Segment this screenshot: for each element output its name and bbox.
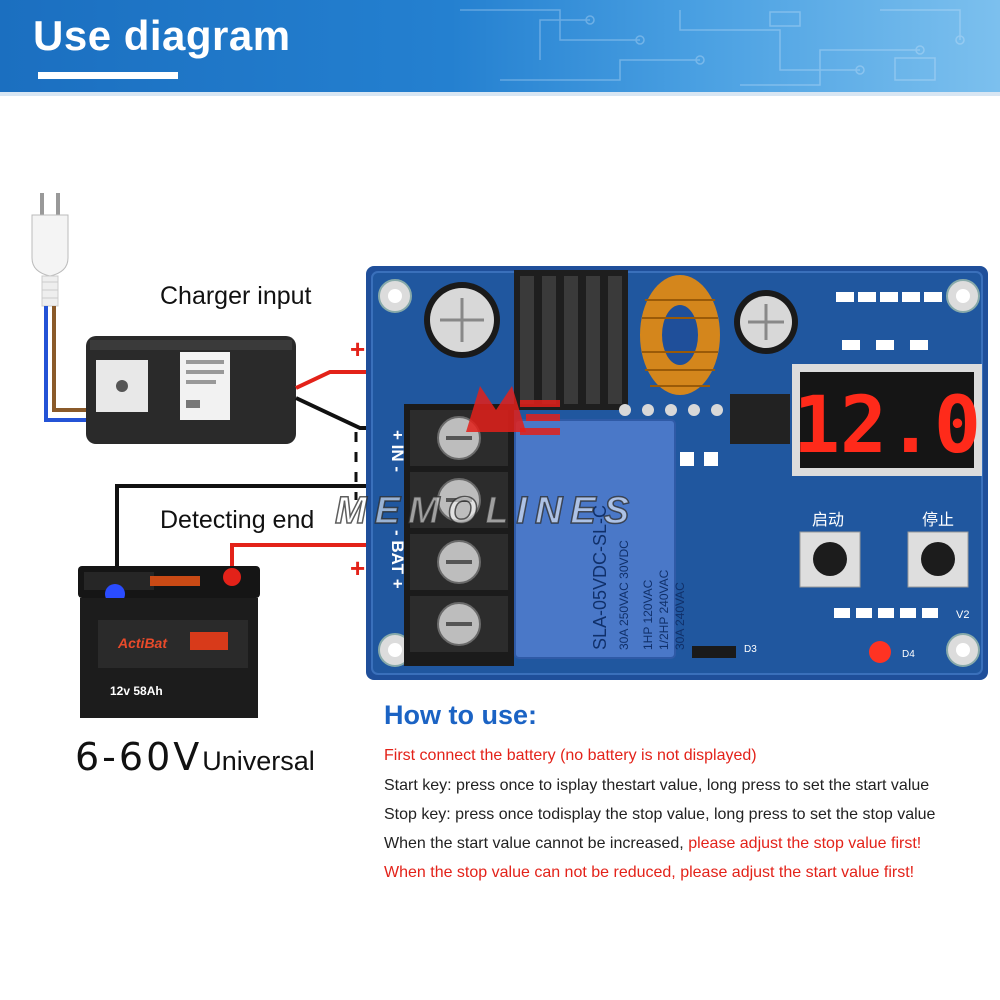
bat-terminal-label: - BAT + bbox=[388, 530, 407, 589]
heatsink bbox=[514, 270, 628, 410]
voltage-range-label: 6-60VUniversal bbox=[75, 735, 315, 779]
display-value: 12.0 bbox=[793, 381, 981, 471]
start-key-label: 启动 bbox=[812, 510, 844, 529]
d4-label: D4 bbox=[902, 649, 915, 660]
relay-rating-2: 1HP 120VAC bbox=[641, 579, 655, 650]
stop-key[interactable] bbox=[907, 531, 969, 588]
car-battery: ActiBat 12v 58Ah bbox=[78, 566, 260, 718]
capacitor-small bbox=[734, 290, 798, 354]
charger-plus-sign: + bbox=[350, 334, 365, 364]
watermark-text: MEMOLINES bbox=[334, 489, 638, 533]
led-display: 12.0 bbox=[792, 364, 982, 476]
howto-title: How to use: bbox=[384, 700, 537, 730]
relay: SLA-05VDC-SL-C 30A 250VAC 30VDC 1HP 120V… bbox=[514, 419, 687, 659]
relay-model: SLA-05VDC-SL-C bbox=[590, 505, 610, 650]
detecting-end-label: Detecting end bbox=[160, 506, 315, 534]
capacitor-large bbox=[424, 282, 500, 358]
controller-board: 12.0 SLA-05VDC-SL-C 30A 250VAC 30VDC 1HP… bbox=[366, 266, 988, 680]
page-title: Use diagram bbox=[33, 12, 291, 59]
howto-line-2: Start key: press once to isplay thestart… bbox=[384, 777, 930, 794]
status-led bbox=[869, 641, 891, 663]
howto-line-4: When the start value cannot be increased… bbox=[384, 835, 921, 853]
battery-plus-sign: + bbox=[350, 553, 365, 583]
inductor-coil bbox=[640, 275, 720, 395]
relay-rating-4: 30A 240VAC bbox=[673, 582, 687, 650]
power-plug-icon bbox=[31, 193, 69, 307]
in-terminal-label: + IN - bbox=[388, 430, 407, 472]
memolines-logo-icon bbox=[466, 386, 560, 435]
header-banner: Use diagram bbox=[0, 0, 1000, 92]
smd-resistors bbox=[656, 292, 942, 618]
battery-wires bbox=[115, 484, 380, 590]
battery-brand: ActiBat bbox=[117, 635, 168, 651]
relay-rating-1: 30A 250VAC 30VDC bbox=[617, 540, 631, 650]
header-divider bbox=[0, 92, 1000, 96]
howto-line-1: First connect the battery (no battery is… bbox=[384, 747, 757, 764]
start-key[interactable] bbox=[799, 531, 861, 588]
stop-key-label: 停止 bbox=[922, 510, 954, 529]
howto-line-4-start: When the start value cannot be increased… bbox=[384, 835, 689, 852]
voltage-range: 6-60V bbox=[75, 735, 203, 779]
voltage-suffix: Universal bbox=[202, 746, 315, 776]
title-underline bbox=[38, 72, 178, 79]
charger-input-label: Charger input bbox=[160, 282, 312, 310]
mains-cord bbox=[44, 306, 92, 422]
howto-line-4-warning: please adjust the stop value first! bbox=[688, 835, 922, 852]
howto-line-5: When the stop value can not be reduced, … bbox=[384, 864, 915, 881]
howto-line-3: Stop key: press once todisplay the stop … bbox=[384, 806, 936, 823]
relay-rating-3: 1/2HP 240VAC bbox=[657, 569, 671, 650]
diode bbox=[692, 646, 736, 658]
terminal-block bbox=[404, 404, 514, 666]
charger-adapter bbox=[86, 336, 296, 444]
circuit-pattern-decoration bbox=[460, 9, 965, 86]
pin-header bbox=[619, 404, 723, 416]
ic-chip bbox=[730, 394, 790, 444]
d3-label: D3 bbox=[744, 644, 757, 655]
battery-spec: 12v 58Ah bbox=[110, 684, 163, 698]
v2-label: V2 bbox=[956, 609, 969, 621]
